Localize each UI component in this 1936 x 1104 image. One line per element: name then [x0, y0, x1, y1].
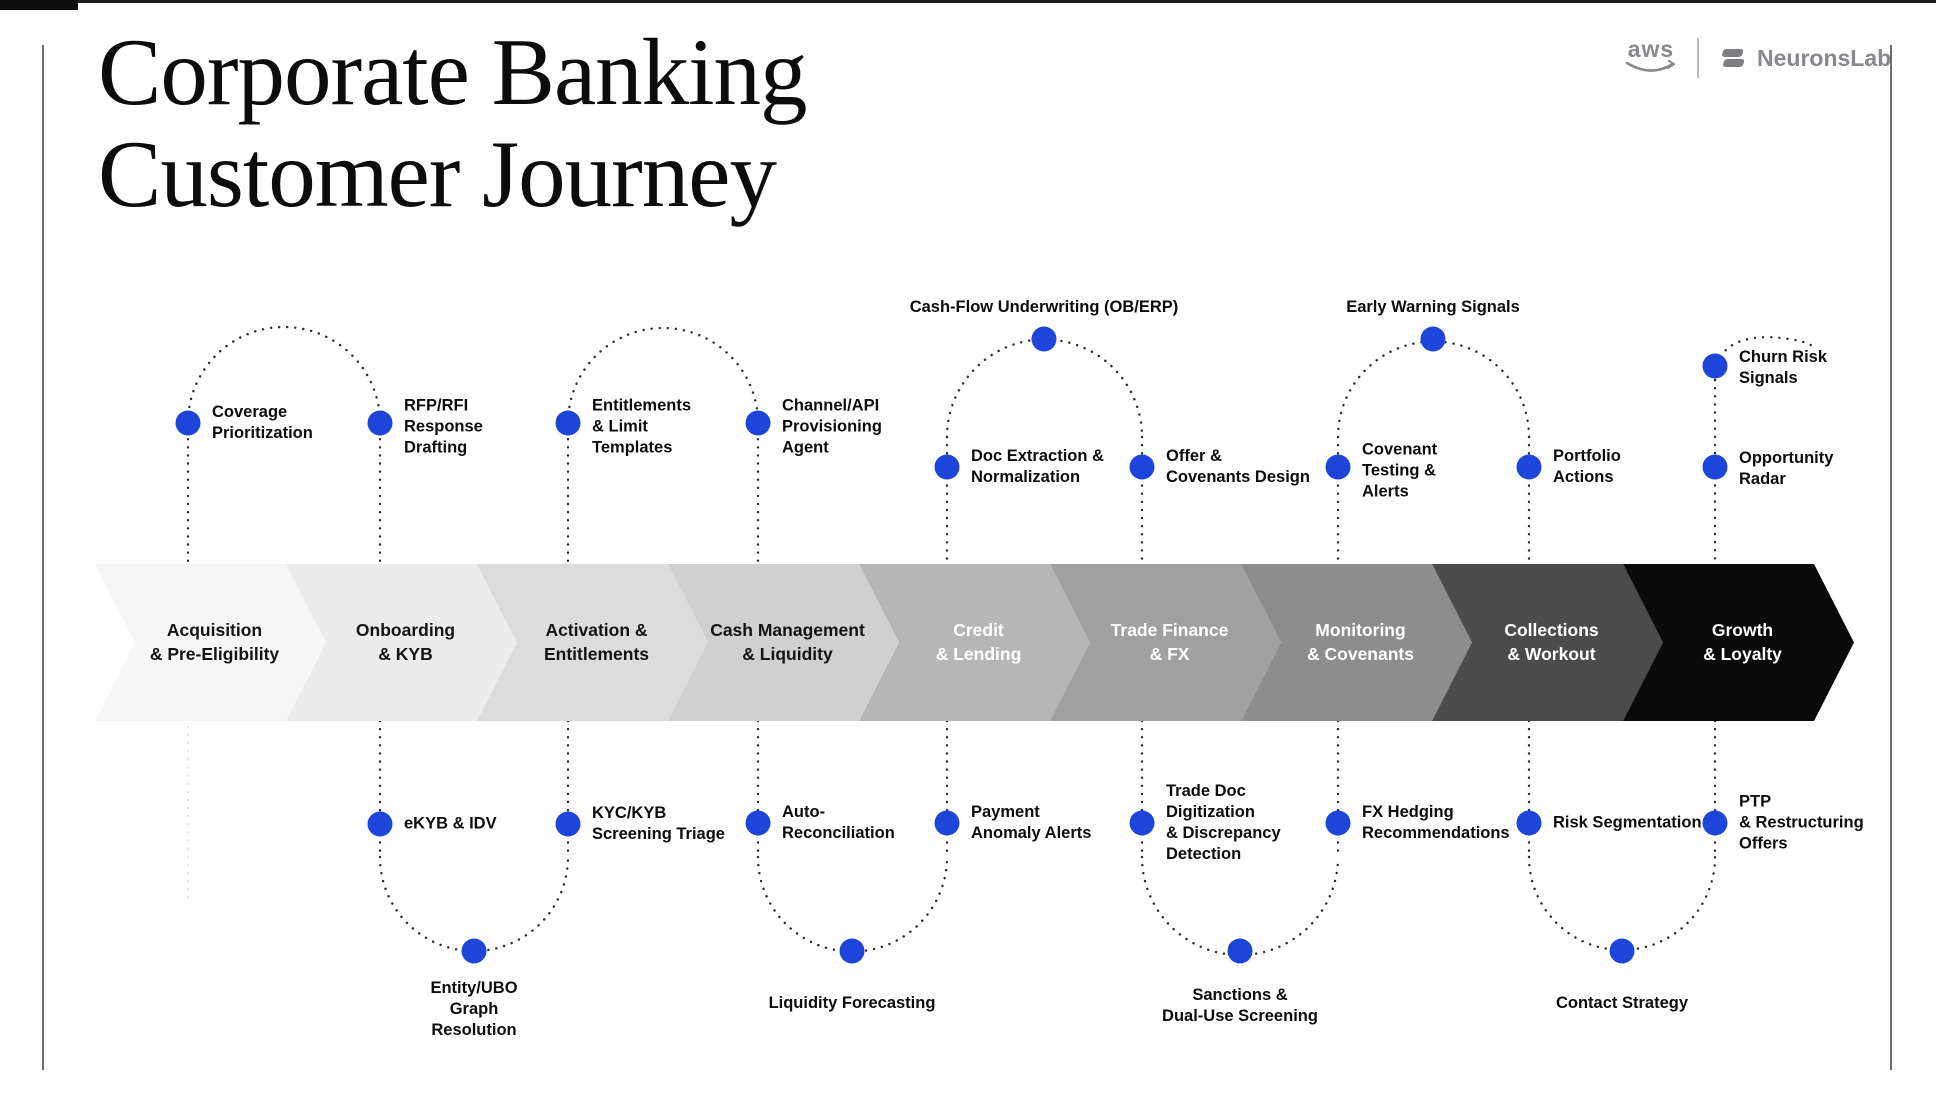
- stage-label: Credit & Lending: [935, 619, 1022, 664]
- stage-label: Growth & Loyalty: [1703, 619, 1782, 664]
- page-title: Corporate Banking Customer Journey: [98, 19, 808, 227]
- label-ekyb-idv: eKYB & IDV: [404, 814, 497, 833]
- slide-left-border: [42, 45, 44, 1070]
- stage-label: Trade Finance & FX: [1110, 619, 1229, 664]
- label-contact-strategy: Contact Strategy: [1555, 994, 1689, 1012]
- label-sanctions-screening: Sanctions & Dual-Use Screening: [1162, 986, 1318, 1025]
- dot-kyc-kyb-triage: [555, 811, 581, 837]
- label-covenant-testing: Covenant Testing & Alerts: [1362, 440, 1438, 501]
- aws-logo: aws: [1625, 36, 1677, 76]
- label-opportunity-radar: Opportunity Radar: [1739, 449, 1834, 488]
- label-fx-hedging: FX Hedging Recommendations: [1362, 803, 1510, 842]
- neuronslab-logo-text: NeuronsLab: [1757, 44, 1892, 71]
- dot-liquidity-forecast: [839, 938, 865, 964]
- label-kyc-kyb-triage: KYC/KYB Screening Triage: [592, 804, 725, 843]
- label-cashflow-underwriting: Cash-Flow Underwriting (OB/ERP): [909, 298, 1179, 316]
- dot-ekyb-idv: [367, 811, 393, 837]
- label-doc-extraction: Doc Extraction & Normalization: [971, 447, 1104, 486]
- dot-rfp-rfi-response: [367, 410, 393, 436]
- label-entitlements-templates: Entitlements & Limit Templates: [592, 396, 692, 457]
- label-payment-anomaly: Payment Anomaly Alerts: [971, 803, 1092, 842]
- neuronslab-icon: [1722, 49, 1745, 67]
- aws-logo-text: aws: [1627, 36, 1675, 63]
- dot-early-warning: [1420, 326, 1446, 352]
- label-ptp-restructuring: PTP & Restructuring Offers: [1739, 792, 1864, 853]
- label-channel-api-agent: Channel/API Provisioning Agent: [782, 396, 882, 457]
- window-top-edge: [0, 0, 1936, 3]
- dot-churn-risk: [1702, 353, 1728, 379]
- window-top-edge-accent: [0, 0, 78, 10]
- label-coverage-prioritization: Coverage Prioritization: [212, 403, 313, 442]
- dot-trade-doc: [1129, 810, 1155, 836]
- dot-risk-segmentation: [1516, 810, 1542, 836]
- neuronslab-logo: NeuronsLab: [1719, 43, 1891, 73]
- label-portfolio-actions: Portfolio Actions: [1553, 447, 1621, 486]
- dot-covenant-testing: [1325, 454, 1351, 480]
- label-rfp-rfi-response: RFP/RFI Response Drafting: [404, 396, 483, 457]
- brand-bar: aws NeuronsLab: [1625, 38, 1891, 78]
- dot-sanctions-screening: [1227, 938, 1253, 964]
- label-trade-doc: Trade Doc Digitization & Discrepancy Det…: [1166, 782, 1281, 863]
- label-entity-ubo-graph: Entity/UBO Graph Resolution: [430, 979, 518, 1039]
- dot-portfolio-actions: [1516, 454, 1542, 480]
- brand-divider: [1697, 38, 1699, 78]
- label-risk-segmentation: Risk Segmentation: [1553, 813, 1702, 832]
- stage-trade-finance: Trade Finance & FX: [1050, 564, 1281, 721]
- dot-entitlements-templates: [555, 410, 581, 436]
- dot-doc-extraction: [934, 454, 960, 480]
- label-liquidity-forecast: Liquidity Forecasting: [768, 994, 936, 1012]
- stage-label: Onboarding & KYB: [355, 619, 456, 664]
- dot-auto-reconciliation: [745, 810, 771, 836]
- dot-fx-hedging: [1325, 810, 1351, 836]
- label-offer-covenants: Offer & Covenants Design: [1166, 447, 1310, 486]
- dot-opportunity-radar: [1702, 454, 1728, 480]
- dot-entity-ubo-graph: [461, 938, 487, 964]
- stage-label: Acquisition & Pre-Eligibility: [149, 619, 280, 664]
- stage-label: Monitoring & Covenants: [1307, 619, 1414, 664]
- label-auto-reconciliation: Auto- Reconciliation: [782, 803, 895, 842]
- stage-label: Cash Management & Liquidity: [710, 619, 865, 664]
- aws-smile-icon: [1625, 59, 1676, 72]
- dot-payment-anomaly: [934, 810, 960, 836]
- label-churn-risk: Churn Risk Signals: [1739, 348, 1828, 387]
- dot-ptp-restructuring: [1702, 810, 1728, 836]
- dot-coverage-prioritization: [175, 410, 201, 436]
- stage-label: Collections & Workout: [1504, 619, 1599, 664]
- stage-label: Activation & Entitlements: [543, 619, 650, 664]
- dot-contact-strategy: [1609, 938, 1635, 964]
- dot-channel-api-agent: [745, 410, 771, 436]
- dot-offer-covenants: [1129, 454, 1155, 480]
- dot-cashflow-underwriting: [1031, 326, 1057, 352]
- slide-right-border: [1890, 45, 1892, 1070]
- label-early-warning: Early Warning Signals: [1346, 298, 1520, 316]
